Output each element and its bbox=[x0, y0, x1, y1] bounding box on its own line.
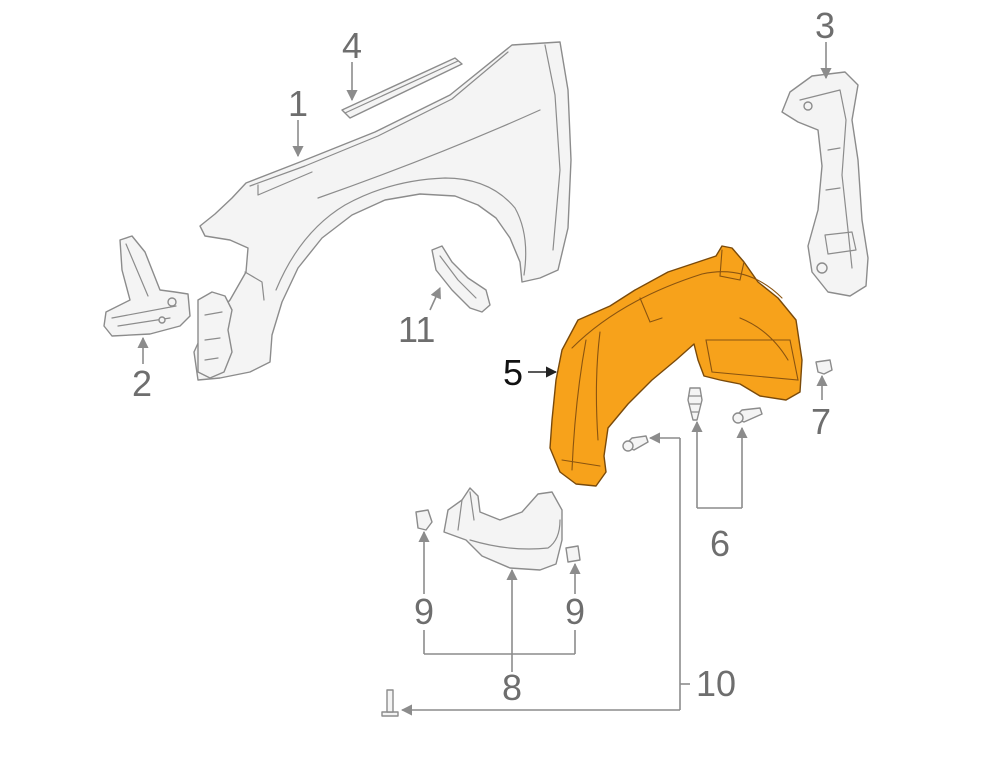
lower-shield-part bbox=[443, 487, 563, 571]
callout-8: 8 bbox=[502, 667, 522, 708]
fender-liner-shape bbox=[549, 245, 803, 487]
callout-11: 11 bbox=[398, 309, 435, 350]
callout-labels: 1 2 3 4 5 6 7 8 9 9 10 11 bbox=[132, 5, 835, 708]
callout-3: 3 bbox=[815, 5, 835, 46]
fender-liner-part bbox=[549, 245, 803, 487]
callout-10: 10 bbox=[696, 663, 736, 704]
callout-1: 1 bbox=[288, 83, 308, 124]
callout-9-left: 9 bbox=[414, 591, 434, 632]
screw-angled-part bbox=[732, 407, 763, 424]
callout-2: 2 bbox=[132, 363, 152, 404]
splash-guard-part bbox=[431, 245, 491, 313]
callout-6: 6 bbox=[710, 523, 730, 564]
leader-lines bbox=[137, 42, 832, 716]
screw-vertical-part bbox=[687, 387, 703, 421]
screw-small-part bbox=[622, 435, 649, 452]
bolt-part bbox=[381, 689, 399, 717]
molding-strip-part bbox=[341, 57, 463, 119]
fender-part bbox=[193, 41, 572, 381]
clip-left-part bbox=[415, 509, 433, 531]
callout-9-right: 9 bbox=[565, 591, 585, 632]
callout-5: 5 bbox=[503, 352, 523, 393]
bracket-part bbox=[103, 235, 191, 337]
clip-right-part bbox=[565, 545, 581, 563]
callout-7: 7 bbox=[811, 401, 831, 442]
pillar-bracket-part bbox=[781, 71, 869, 297]
push-pin-part bbox=[815, 359, 833, 375]
callout-4: 4 bbox=[342, 25, 362, 66]
